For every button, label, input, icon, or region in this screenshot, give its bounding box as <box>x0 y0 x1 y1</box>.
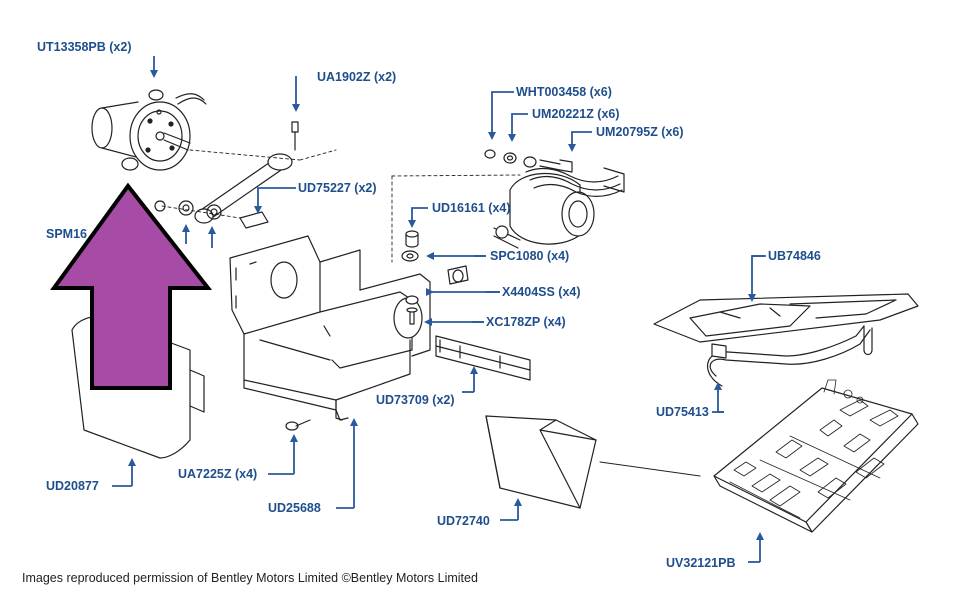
arrow-wht003458 <box>488 91 514 140</box>
rail-drawing <box>435 335 531 381</box>
copyright-credit: Images reproduced permission of Bentley … <box>22 571 478 585</box>
label-ut13358pb: UT13358PB (x2) <box>37 40 132 54</box>
purple-up-arrow-icon <box>50 182 213 390</box>
arrow-ud16161 <box>408 207 428 228</box>
label-x4404ss: X4404SS (x4) <box>502 285 581 299</box>
label-ud20877: UD20877 <box>46 479 99 493</box>
main-bracket-drawing <box>229 235 431 421</box>
ecu-board-drawing <box>713 379 919 533</box>
label-ua7225z: UA7225Z (x4) <box>178 467 258 481</box>
label-ua1902z: UA1902Z (x2) <box>317 70 397 84</box>
assembly-lines <box>161 149 521 263</box>
arrow-um20221z <box>508 113 528 142</box>
pipe-drawing <box>706 325 873 387</box>
mount-parts-drawing <box>401 230 469 325</box>
label-ub74846: UB74846 <box>768 249 821 263</box>
label-ud73709: UD73709 (x2) <box>376 393 455 407</box>
label-ud16161: UD16161 (x4) <box>432 201 511 215</box>
label-um20221z: UM20221Z (x6) <box>532 107 620 121</box>
label-wht003458: WHT003458 (x6) <box>516 85 612 99</box>
label-ud75227: UD75227 (x2) <box>298 181 377 195</box>
label-ud72740: UD72740 <box>437 514 490 528</box>
motor-left-drawing <box>91 89 207 171</box>
screw-drawing <box>285 419 311 431</box>
washers-drawing <box>154 200 222 220</box>
arrow-um20795z <box>568 131 592 152</box>
label-ud75413: UD75413 <box>656 405 709 419</box>
label-spm16: SPM16 <box>46 227 87 241</box>
label-spc1080: SPC1080 (x4) <box>490 249 570 263</box>
link-rod-drawing <box>194 121 299 229</box>
panel-drawing <box>653 293 919 343</box>
tray-drawing <box>485 415 597 509</box>
label-uv32121pb: UV32121PB <box>666 556 736 570</box>
arrow-ud75413 <box>714 382 724 413</box>
label-ud25688: UD25688 <box>268 501 321 515</box>
arrow-ud75227 <box>254 187 296 214</box>
motor-right-drawing <box>484 149 625 249</box>
label-xc178zp: XC178ZP (x4) <box>486 315 566 329</box>
label-um20795z: UM20795Z (x6) <box>596 125 684 139</box>
